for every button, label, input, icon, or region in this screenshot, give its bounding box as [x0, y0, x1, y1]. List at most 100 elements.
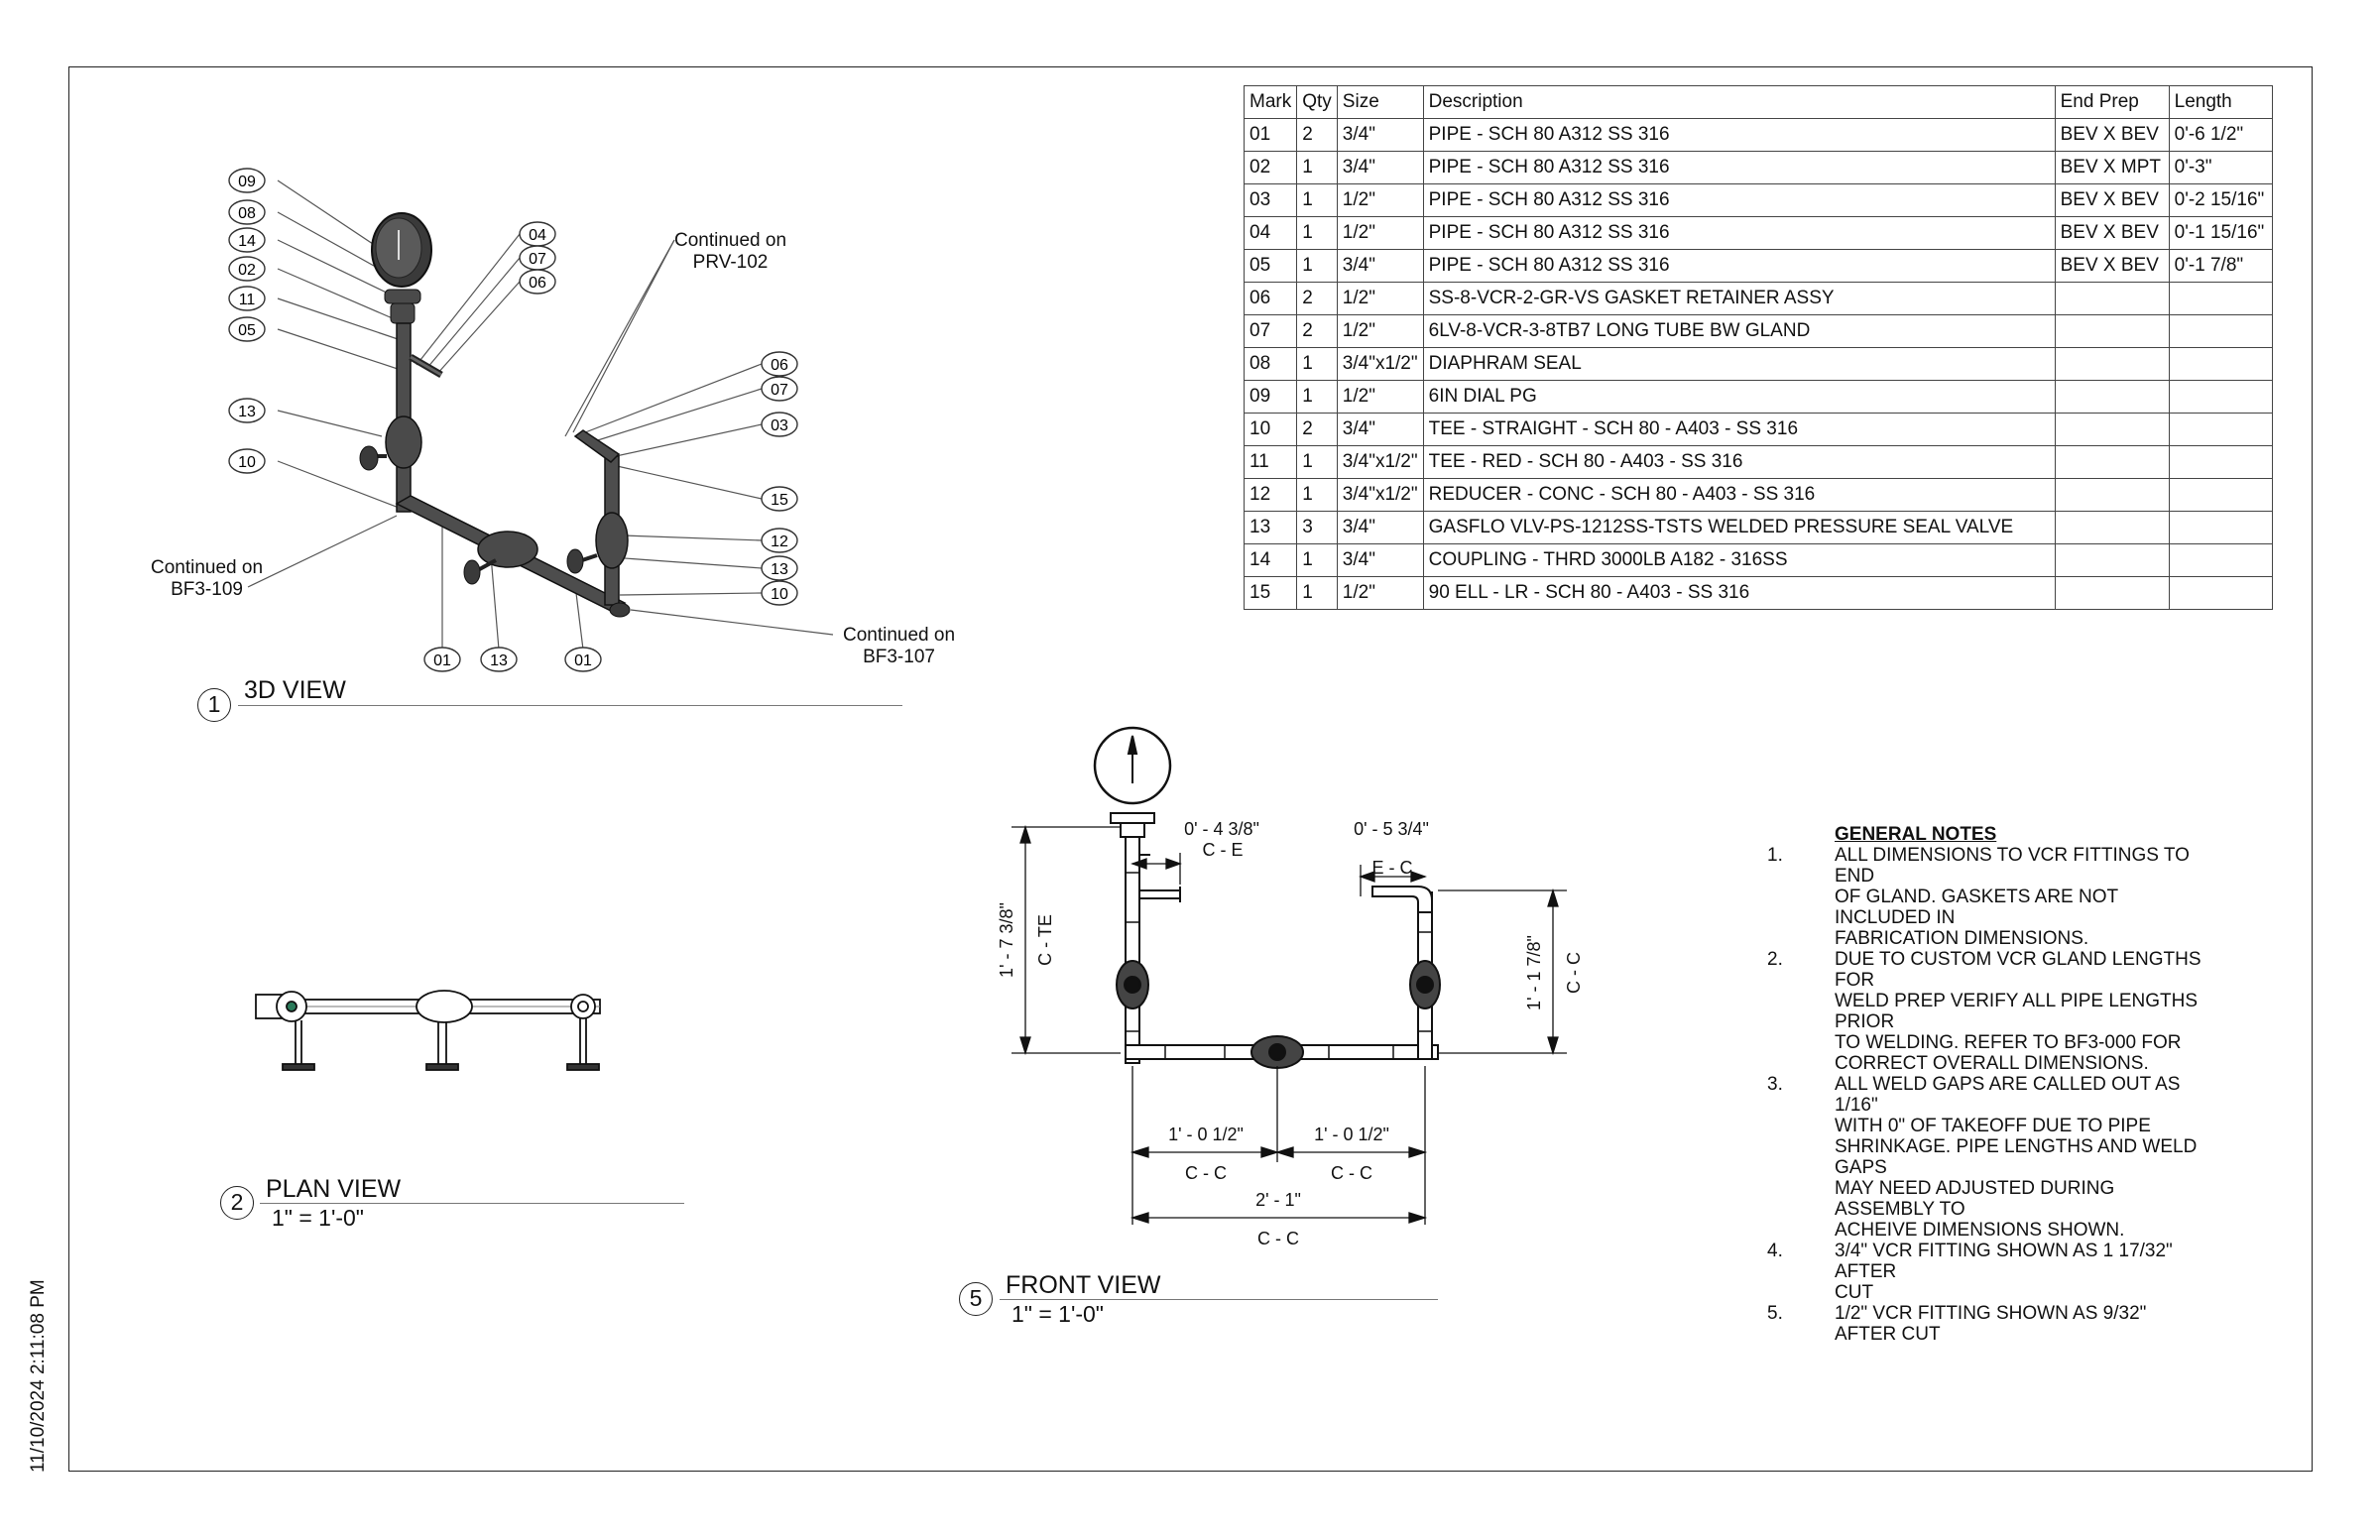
callout-balloon: 10: [228, 448, 266, 474]
bom-cell-mark: 15: [1243, 576, 1298, 610]
view-2-title-rule: [260, 1203, 684, 1204]
bom-cell-qty: 1: [1296, 543, 1338, 577]
general-note-item: 4.3/4" VCR FITTING SHOWN AS 1 17/32" AFT…: [1755, 1241, 2211, 1303]
bom-cell-description: 90 ELL - LR - SCH 80 - A403 - SS 316: [1422, 576, 2056, 610]
continued-label: Continued on: [151, 557, 264, 578]
dim-left-vert-value: 1' - 7 3/8": [997, 902, 1016, 978]
callout-balloon: 13: [480, 647, 518, 672]
callout-balloon-text: 11: [239, 292, 256, 308]
callout-balloon: 13: [761, 555, 798, 581]
callout-balloon-text: 01: [433, 652, 451, 669]
note-number: 2.: [1767, 949, 1783, 970]
leader-lines: [247, 179, 834, 651]
note-number: 3.: [1767, 1074, 1783, 1095]
callout-balloon-text: 06: [771, 357, 788, 374]
bom-cell-description: PIPE - SCH 80 A312 SS 316: [1422, 249, 2056, 283]
note-line: WELD PREP VERIFY ALL PIPE LENGTHS PRIOR: [1835, 991, 2199, 1032]
bom-cell-qty: 2: [1296, 118, 1338, 152]
note-number: 5.: [1767, 1303, 1783, 1324]
bom-cell-end-prep: BEV X BEV: [2054, 183, 2170, 217]
dim-cc1-label: C - C: [1185, 1163, 1227, 1183]
bom-cell-qty: 1: [1296, 445, 1338, 479]
bom-cell-description: GASFLO VLV-PS-1212SS-TSTS WELDED PRESSUR…: [1422, 511, 2056, 544]
bom-header-qty: Qty: [1296, 85, 1338, 119]
bom-cell-end-prep: [2054, 380, 2170, 414]
bom-cell-mark: 07: [1243, 314, 1298, 348]
view-2-title: PLAN VIEW: [266, 1175, 402, 1203]
callout-balloon: 01: [564, 647, 602, 672]
bom-cell-size: 3/4"x1/2": [1336, 478, 1424, 512]
dim-total-value: 2' - 1": [1255, 1190, 1301, 1210]
callout-balloon-text: 15: [771, 492, 788, 509]
bom-cell-length: [2168, 576, 2273, 610]
dim-cc2-value: 1' - 0 1/2": [1314, 1125, 1389, 1144]
bom-cell-mark: 02: [1243, 151, 1298, 184]
general-notes: GENERAL NOTES 1.ALL DIMENSIONS TO VCR FI…: [1755, 824, 2211, 1345]
continued-ref: PRV-102: [692, 252, 769, 273]
view-1-title: 3D VIEW: [244, 676, 346, 704]
continued-on-prv-102: Continued on PRV-102: [674, 230, 786, 274]
dim-total-label: C - C: [1257, 1229, 1299, 1248]
bom-cell-mark: 08: [1243, 347, 1298, 381]
dim-right-vert-value: 1' - 1 7/8": [1524, 935, 1544, 1010]
bom-cell-size: 3/4": [1336, 511, 1424, 544]
callout-balloon: 07: [761, 376, 798, 402]
note-line: TO WELDING. REFER TO BF3-000 FOR: [1835, 1032, 2182, 1053]
note-line: ACHEIVE DIMENSIONS SHOWN.: [1835, 1220, 2125, 1241]
bom-cell-length: 0'-6 1/2": [2168, 118, 2273, 152]
bom-cell-qty: 2: [1296, 314, 1338, 348]
dim-cc1-value: 1' - 0 1/2": [1168, 1125, 1244, 1144]
callout-balloon: 01: [423, 647, 461, 672]
bom-cell-description: TEE - RED - SCH 80 - A403 - SS 316: [1422, 445, 2056, 479]
continued-on-bf3-107: Continued on BF3-107: [843, 625, 955, 668]
note-line: CORRECT OVERALL DIMENSIONS.: [1835, 1053, 2149, 1074]
view-1-title-rule: [238, 705, 902, 706]
bom-cell-mark: 10: [1243, 413, 1298, 446]
continued-ref: BF3-109: [171, 579, 243, 600]
callout-balloon: 15: [761, 486, 798, 512]
general-note-item: 5. 1/2" VCR FITTING SHOWN AS 9/32" AFTER …: [1755, 1303, 2211, 1345]
callout-balloon-text: 14: [238, 233, 256, 250]
bom-cell-size: 3/4": [1336, 543, 1424, 577]
bom-cell-length: [2168, 478, 2273, 512]
callout-balloon: 02: [228, 256, 266, 282]
bom-cell-mark: 03: [1243, 183, 1298, 217]
callout-balloon-text: 05: [238, 322, 256, 339]
bom-cell-size: 1/2": [1336, 183, 1424, 217]
pipe-isometric: [359, 212, 631, 618]
general-notes-title: GENERAL NOTES: [1835, 824, 1997, 845]
bom-cell-qty: 1: [1296, 478, 1338, 512]
callout-balloon-text: 04: [529, 227, 546, 244]
note-line: FABRICATION DIMENSIONS.: [1835, 928, 2089, 949]
dim-ec-value: 0' - 5 3/4": [1354, 819, 1429, 839]
bom-cell-description: REDUCER - CONC - SCH 80 - A403 - SS 316: [1422, 478, 2056, 512]
note-line: DUE TO CUSTOM VCR GLAND LENGTHS FOR: [1835, 949, 2202, 991]
view-5-title-rule: [1000, 1299, 1438, 1300]
bom-cell-description: PIPE - SCH 80 A312 SS 316: [1422, 183, 2056, 217]
callout-balloon: 07: [519, 245, 556, 271]
note-line: 1/2" VCR FITTING SHOWN AS 9/32" AFTER CU…: [1835, 1303, 2147, 1345]
continued-on-bf3-109: Continued on BF3-109: [151, 557, 263, 601]
bom-cell-end-prep: [2054, 478, 2170, 512]
continued-label: Continued on: [843, 625, 956, 646]
plan-view-drawing: [255, 990, 601, 1071]
callout-balloon-text: 12: [771, 533, 788, 550]
dim-cc2-label: C - C: [1331, 1163, 1372, 1183]
view-1-number: 1: [197, 688, 231, 722]
bom-cell-length: 0'-2 15/16": [2168, 183, 2273, 217]
callout-balloon: 06: [761, 351, 798, 377]
bom-cell-mark: 06: [1243, 282, 1298, 315]
bom-cell-description: COUPLING - THRD 3000LB A182 - 316SS: [1422, 543, 2056, 577]
bom-cell-mark: 05: [1243, 249, 1298, 283]
bom-cell-end-prep: BEV X BEV: [2054, 216, 2170, 250]
